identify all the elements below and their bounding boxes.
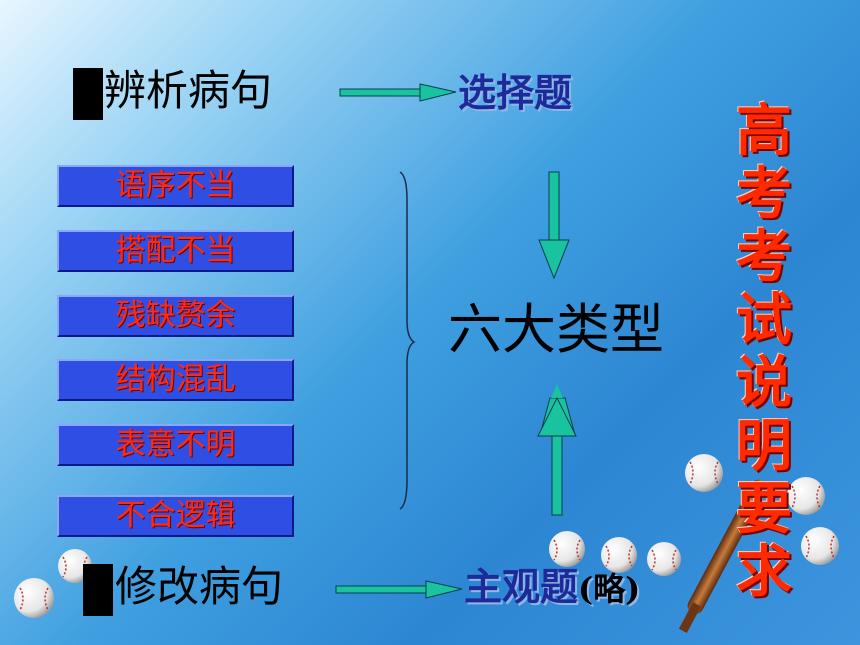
baseball-icon xyxy=(601,537,637,573)
arrow-up xyxy=(537,384,577,516)
arrow-right-bottom xyxy=(335,580,463,599)
title-char: 要 xyxy=(736,477,792,542)
title-char: 高 xyxy=(736,99,792,164)
title-char: 试 xyxy=(736,288,792,353)
revise-sick-sentence-label: 修改病句 xyxy=(115,562,284,611)
bullet-square xyxy=(83,564,113,616)
multiple-choice-label: 选择题 xyxy=(458,70,573,115)
title-char: 明 xyxy=(736,414,792,479)
six-types-label: 六大类型 xyxy=(448,298,664,361)
category-box: 语序不当 xyxy=(57,165,294,207)
arrow-down xyxy=(538,171,570,280)
brace xyxy=(399,171,416,510)
category-box: 结构混乱 xyxy=(57,359,294,401)
baseball-icon xyxy=(787,477,825,515)
subjective-question-label: 主观题(略) xyxy=(464,568,640,606)
title-char: 考 xyxy=(736,225,792,290)
baseball-bat-icon xyxy=(678,479,767,633)
baseball-icon xyxy=(14,578,54,618)
category-box: 搭配不当 xyxy=(57,230,294,272)
title-char: 求 xyxy=(736,540,792,605)
bullet-square xyxy=(73,68,103,120)
category-box: 残缺赘余 xyxy=(57,295,294,337)
exam-requirements-title: 高 考 考 试 说 明 要 求 xyxy=(728,100,800,604)
title-char: 考 xyxy=(736,162,792,227)
category-box: 表意不明 xyxy=(57,424,294,466)
baseball-icon xyxy=(647,542,681,576)
arrow-right-top xyxy=(339,83,457,102)
category-box: 不合逻辑 xyxy=(57,495,294,537)
baseball-icon xyxy=(685,454,723,492)
identify-sick-sentence-label: 辨析病句 xyxy=(104,66,273,115)
title-char: 说 xyxy=(736,351,792,416)
omitted-note: (略) xyxy=(578,570,641,608)
subjective-question-text: 主观题 xyxy=(464,564,579,609)
baseball-icon xyxy=(549,531,585,567)
baseball-icon xyxy=(801,527,839,565)
